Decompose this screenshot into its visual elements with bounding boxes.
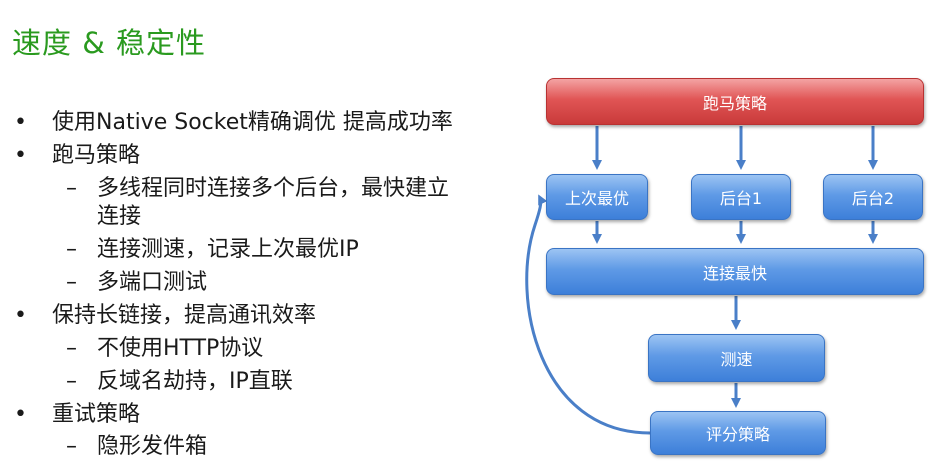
sub-bullet-marker: – [66, 336, 77, 361]
sub-bullet-item: 多端口测试 [97, 270, 208, 295]
node-evaluate-strategy: 评分策略 [650, 411, 826, 455]
bullet-marker: • [14, 110, 27, 135]
sub-bullet-marker: – [66, 237, 77, 262]
bullet-marker: • [14, 303, 27, 328]
slide-title: 速度 & 稳定性 [12, 26, 207, 60]
bullet-item: 保持长链接，提高通讯效率 [52, 303, 317, 328]
sub-bullet-marker: – [66, 434, 77, 459]
bullet-item: 使用Native Socket精确调优 提高成功率 [52, 110, 453, 135]
sub-bullet-item: 不使用HTTP协议 [97, 336, 264, 361]
arrow-evaluate-loop-to-last-best [525, 194, 651, 435]
node-speed-test: 测速 [648, 334, 825, 382]
sub-bullet-marker: – [66, 176, 77, 201]
bullet-item: 重试策略 [52, 402, 141, 427]
sub-bullet-item: 隐形发件箱 [97, 434, 208, 459]
node-backend-2: 后台2 [823, 174, 923, 220]
sub-bullet-item: 连接测速，记录上次最优IP [97, 237, 359, 262]
bullet-item: 跑马策略 [52, 143, 141, 168]
bullet-marker: • [14, 402, 27, 427]
sub-bullet-item-continuation: 连接 [97, 204, 142, 229]
node-horse-race-strategy: 跑马策略 [546, 78, 924, 125]
node-backend-1: 后台1 [691, 174, 791, 220]
sub-bullet-item: 多线程同时连接多个后台，最快建立 [97, 176, 450, 201]
bullet-marker: • [14, 143, 27, 168]
node-fastest-connection: 连接最快 [546, 248, 924, 295]
sub-bullet-marker: – [66, 270, 77, 295]
sub-bullet-marker: – [66, 369, 77, 394]
sub-bullet-item: 反域名劫持，IP直联 [97, 369, 293, 394]
node-last-best: 上次最优 [546, 174, 648, 220]
